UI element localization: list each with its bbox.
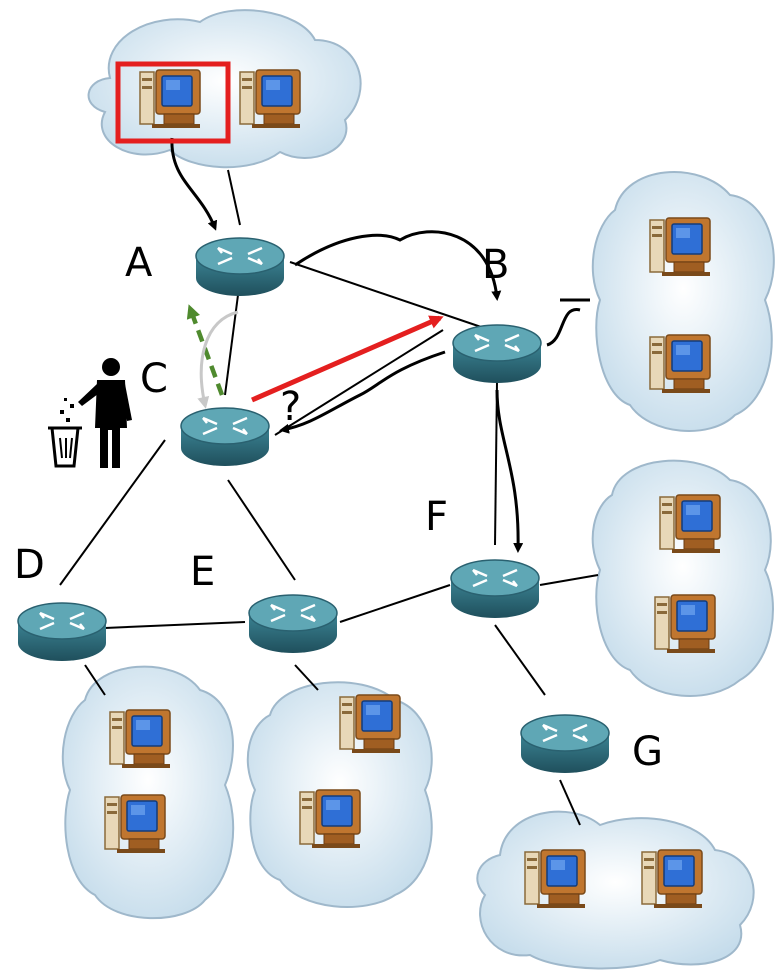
router-d-icon [16,601,108,663]
link-a-b [289,261,491,331]
router-b-icon [451,323,543,385]
router-label-c: C [140,356,168,402]
cloud-right-middle [591,459,774,697]
link-lan-a [227,169,241,226]
router-label-e: E [190,549,215,595]
link-c-d [59,439,166,586]
link-e-lan [294,664,319,691]
router-g-icon [519,713,611,775]
arrow-a-to-c-grey [197,310,239,409]
arrow-c-to-a-green [186,304,225,396]
link-b-c [274,329,444,436]
link-a-c [224,294,239,396]
computer-icon [139,69,201,129]
arrow-b-to-f [495,389,524,553]
link-f-lan [539,574,599,586]
link-d-lan [84,664,106,696]
trash-person-icon [48,358,132,468]
computer-icon [104,794,166,854]
cloud-top [87,9,362,169]
computer-icon [649,217,711,277]
cloud-bottom-left [61,665,235,920]
router-label-a: A [125,240,153,286]
link-e-f [339,584,451,623]
arrow-host-to-a [170,137,218,231]
cloud-bottom-right [476,810,755,970]
computer-icon [299,789,361,849]
router-c-icon [179,406,271,468]
computer-icon [659,494,721,554]
arrow-b-to-lan [546,298,590,347]
arrow-b-to-c [279,350,446,434]
computer-icon [524,849,586,909]
link-g-lan [559,779,581,826]
computer-icon [109,709,171,769]
cloud-right-top [591,171,775,432]
link-d-e [104,621,246,629]
router-label-b: B [482,242,509,288]
computer-icon [654,594,716,654]
computer-icon [641,849,703,909]
arrow-a-to-b [294,230,502,301]
computer-icon [239,69,301,129]
router-label-d: D [14,542,45,588]
router-e-icon [247,593,339,655]
router-a-icon [194,236,286,298]
arrow-c-to-b-red [251,315,444,403]
router-f-icon [449,558,541,620]
highlighted-host-box [115,61,231,144]
link-f-g [494,624,546,696]
computer-icon [649,334,711,394]
computer-icon [339,694,401,754]
link-c-e [227,479,296,581]
question-mark: ? [280,384,301,430]
router-label-f: F [425,494,448,540]
router-label-g: G [632,729,663,775]
